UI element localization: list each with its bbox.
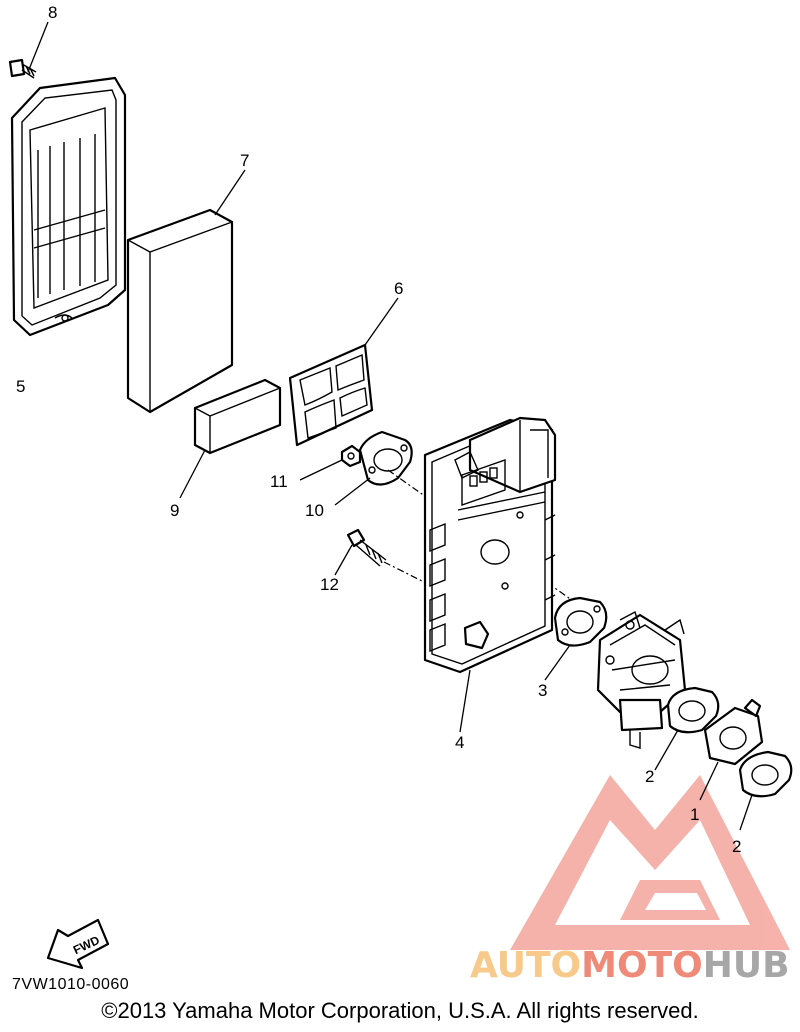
callout-2-lower: 2 xyxy=(732,837,741,856)
part-11-nut xyxy=(299,444,362,481)
callout-12: 12 xyxy=(320,575,339,594)
fwd-arrow-icon: FWD xyxy=(46,918,110,970)
watermark-text: AUTOMOTOHUB xyxy=(470,945,790,986)
callout-1: 1 xyxy=(690,805,699,824)
part-3-gasket xyxy=(544,596,608,681)
callout-4: 4 xyxy=(455,733,464,752)
alignment-line-lower xyxy=(383,561,441,591)
part-10-gasket xyxy=(334,430,413,506)
part-4-air-cleaner-case xyxy=(423,416,557,733)
part-12-bolt xyxy=(334,528,387,576)
watermark-auto: AUTO xyxy=(470,945,582,986)
callout-2-upper: 2 xyxy=(645,767,654,786)
part-1-insulator xyxy=(699,698,764,801)
alignment-line-upper xyxy=(387,469,601,621)
callout-8: 8 xyxy=(48,3,57,22)
part-9-foam-element xyxy=(179,378,282,499)
diagram-code: 7VW1010-0060 xyxy=(12,976,130,993)
watermark-logo xyxy=(510,775,790,950)
part-2-gasket-lower xyxy=(738,750,793,831)
callout-5: 5 xyxy=(16,377,25,396)
callout-3: 3 xyxy=(538,681,547,700)
part-6-filter-pad xyxy=(288,297,399,447)
part-5-air-cleaner-cover xyxy=(10,76,127,337)
callout-11: 11 xyxy=(270,472,288,491)
watermark-hub: HUB xyxy=(702,945,790,986)
callout-6: 6 xyxy=(394,279,403,298)
part-7-filter-element xyxy=(126,169,246,414)
part-8-screw xyxy=(8,21,49,79)
callout-9: 9 xyxy=(170,501,179,520)
part-2-gasket-upper xyxy=(654,686,720,771)
callout-7: 7 xyxy=(240,151,249,170)
copyright-notice: ©2013 Yamaha Motor Corporation, U.S.A. A… xyxy=(101,998,699,1023)
callout-10: 10 xyxy=(305,501,324,520)
watermark-moto: MOTO xyxy=(581,945,703,986)
